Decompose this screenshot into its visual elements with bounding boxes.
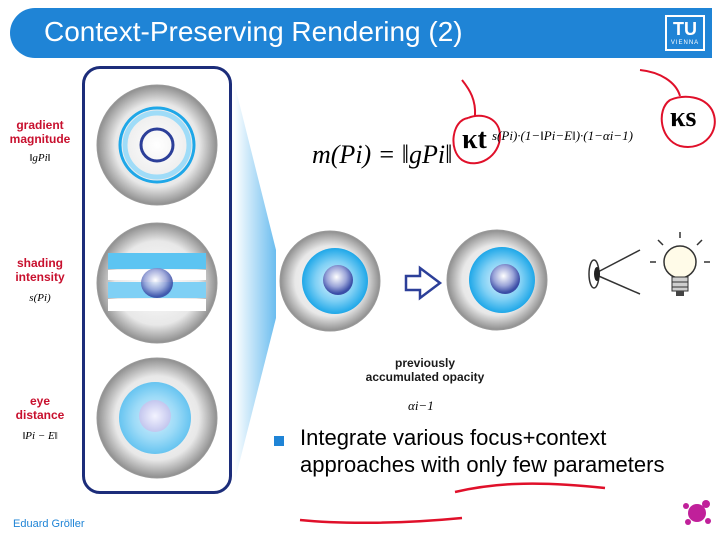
logo-tu-text: TU xyxy=(673,19,697,39)
bullet-text-emph: with only few xyxy=(421,452,548,477)
label-line: magnitude xyxy=(9,132,71,146)
label-line: previously xyxy=(394,356,456,370)
label-gradient-magnitude: gradient magnitude xyxy=(0,118,80,146)
light-bulb-icon xyxy=(650,232,710,296)
formula-exponent: s(Pi)·(1−‖Pi−E‖)·(1−αi−1) xyxy=(492,128,633,143)
disc-eye-distance xyxy=(96,357,218,479)
label-line: gradient xyxy=(16,118,64,132)
math-shading: s(Pi) xyxy=(29,292,51,304)
bullet-marker xyxy=(274,436,284,446)
label-eye-distance: eye distance xyxy=(0,394,80,422)
underline-annotation xyxy=(299,516,463,525)
slide-title: Context-Preserving Rendering (2) xyxy=(44,16,463,47)
tu-vienna-logo: TU VIENNA xyxy=(665,15,705,51)
arrow-right-icon xyxy=(404,265,443,301)
alpha-label: αi−1 xyxy=(408,398,434,413)
label-line: intensity xyxy=(15,270,65,284)
label-shading-intensity: shading intensity xyxy=(0,256,80,284)
disc-shading-intensity xyxy=(96,222,218,344)
annotation-kt xyxy=(452,79,502,165)
label-line: eye xyxy=(29,394,51,408)
disc-gradient-magnitude xyxy=(96,84,218,206)
author-footer: Eduard Gröller xyxy=(13,518,85,530)
eye-icon xyxy=(588,249,641,295)
bullet-text-emph: parameters xyxy=(553,452,665,477)
label-line: accumulated opacity xyxy=(365,370,485,384)
annotation-kt-label: κt xyxy=(462,124,487,155)
title-bar xyxy=(10,8,712,58)
annotation-ks-label: κs xyxy=(670,102,697,133)
math-eye-distance: ‖Pi − E‖ xyxy=(22,430,58,442)
formula-main: m(Pi) = ‖gPi‖ xyxy=(312,140,453,169)
result-disc-after xyxy=(446,229,548,331)
annotation-ks xyxy=(639,69,716,148)
result-disc-before xyxy=(279,230,381,332)
projection-funnel xyxy=(234,82,276,484)
bullet-text: Integrate various focus+context approach… xyxy=(300,424,710,478)
bullet-text-part: Integrate various focus+context approach… xyxy=(300,425,607,477)
parameter-panel xyxy=(82,66,232,494)
logo-vienna-text: VIENNA xyxy=(670,40,700,46)
underline-annotation xyxy=(454,482,606,494)
label-line: distance xyxy=(15,408,65,422)
math-gradient: ‖gPi‖ xyxy=(29,152,51,164)
label-line: shading xyxy=(16,256,63,270)
previous-opacity-label: previously accumulated opacity xyxy=(350,356,500,384)
paint-splash-icon xyxy=(683,500,711,525)
